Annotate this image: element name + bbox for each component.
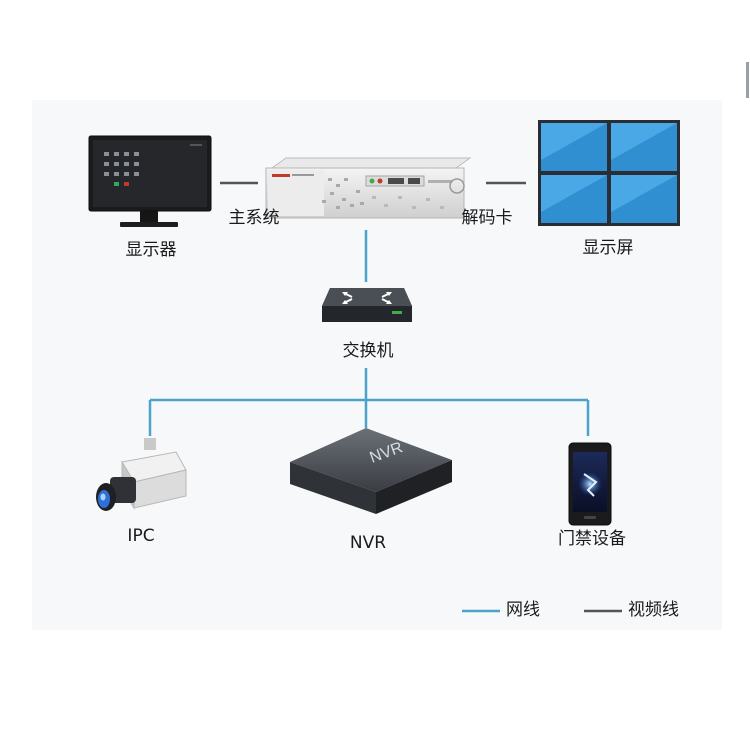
monitor-label: 显示器 — [125, 240, 177, 260]
ipc-label: IPC — [127, 526, 155, 546]
switch-icon — [322, 288, 412, 322]
legend-video-label: 视频线 — [628, 600, 679, 620]
ipc-camera-icon — [96, 438, 187, 511]
switch-label: 交换机 — [342, 341, 394, 361]
network-lines — [148, 230, 590, 436]
display-wall-icon — [538, 120, 680, 226]
access-control-label: 门禁设备 — [558, 529, 626, 549]
display-wall-label: 显示屏 — [582, 238, 634, 258]
monitor-icon — [88, 135, 212, 227]
nvr-device-icon: NVR — [290, 428, 452, 514]
main-system-label: 主系统 — [228, 208, 280, 228]
access-control-device-icon — [568, 442, 612, 526]
edge-divider — [746, 62, 749, 98]
main-system-server-icon — [265, 157, 472, 219]
legend-network-label: 网线 — [506, 600, 540, 620]
nvr-label: NVR — [349, 533, 387, 553]
decoder-card-label: 解码卡 — [461, 208, 513, 228]
